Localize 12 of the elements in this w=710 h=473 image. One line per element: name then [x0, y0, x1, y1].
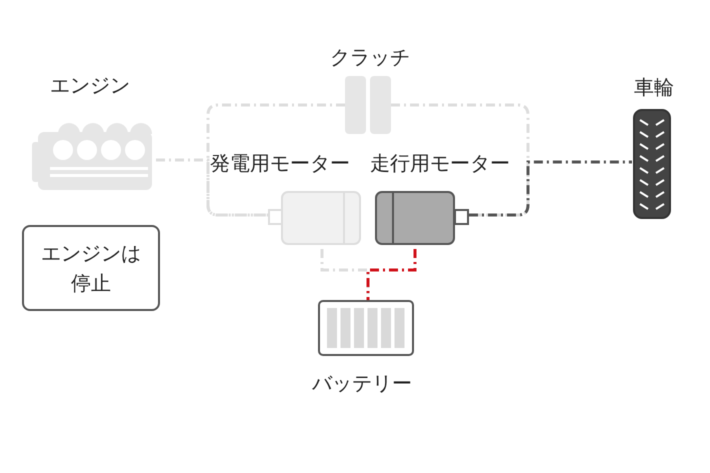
component-label: 走行用モーター — [370, 150, 510, 177]
status-box: エンジンは停止 — [22, 225, 160, 311]
connector-line — [366, 249, 416, 300]
component-label: クラッチ — [330, 44, 410, 71]
connector-line — [156, 158, 268, 216]
connector-line — [206, 104, 345, 216]
component-label: 車輪 — [634, 74, 674, 101]
component-label: エンジン — [50, 72, 130, 99]
component-label: 発電用モーター — [210, 150, 350, 177]
component-label: バッテリー — [312, 370, 412, 397]
connector-line — [469, 160, 632, 216]
connector-line — [391, 104, 530, 216]
